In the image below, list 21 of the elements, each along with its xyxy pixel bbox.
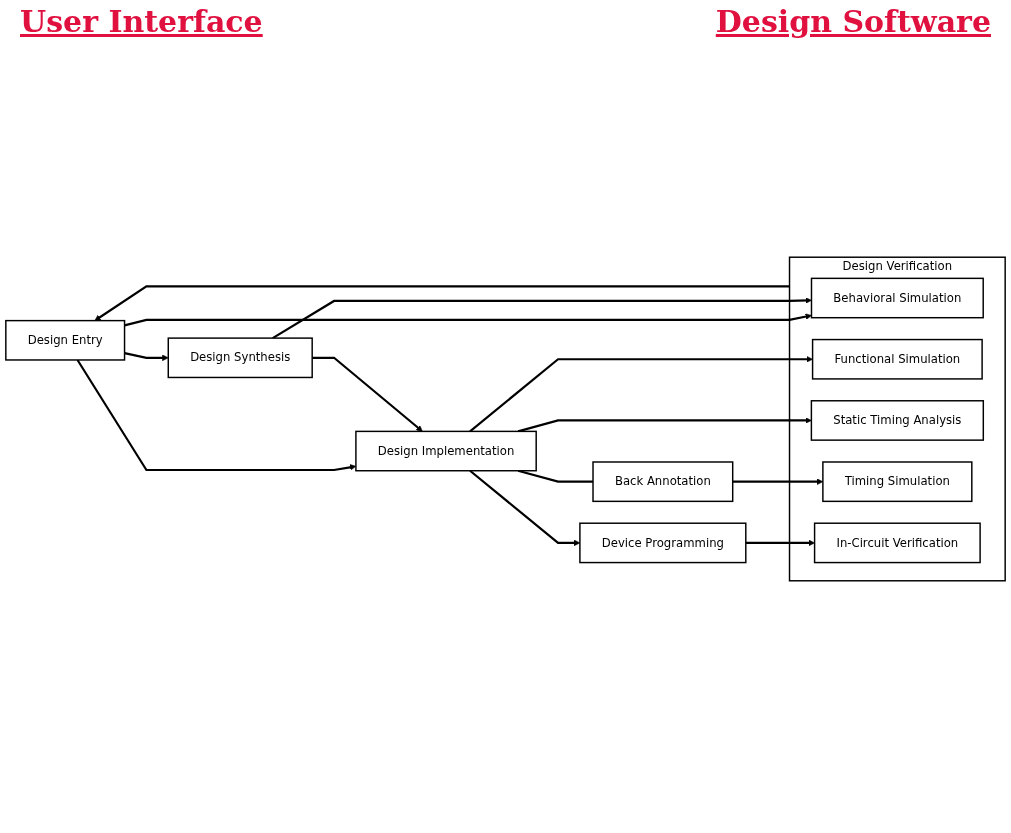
arrow <box>312 356 423 432</box>
node-box: Static Timing Analysis <box>810 400 985 441</box>
node-box: Design Implementation <box>355 430 537 472</box>
node-box: Behavioral Simulation <box>810 277 984 319</box>
section-heading: Design Software <box>715 4 991 39</box>
arrow <box>124 313 812 327</box>
arrow <box>517 417 812 433</box>
node-box: Design Synthesis <box>167 337 313 379</box>
arrow <box>124 352 169 361</box>
arrow <box>469 356 813 433</box>
section-heading: User Interface <box>20 4 263 39</box>
arrow <box>745 539 815 547</box>
node-box: Functional Simulation <box>811 338 983 380</box>
connector <box>517 469 593 483</box>
arrow <box>272 297 812 340</box>
node-box: In-Circuit Verification <box>813 522 981 564</box>
node-box: Design Entry <box>5 319 126 361</box>
node-box: Timing Simulation <box>822 461 973 503</box>
node-box: Back Annotation <box>592 461 734 503</box>
arrow <box>94 285 790 321</box>
node-box: Device Programming <box>579 522 747 564</box>
